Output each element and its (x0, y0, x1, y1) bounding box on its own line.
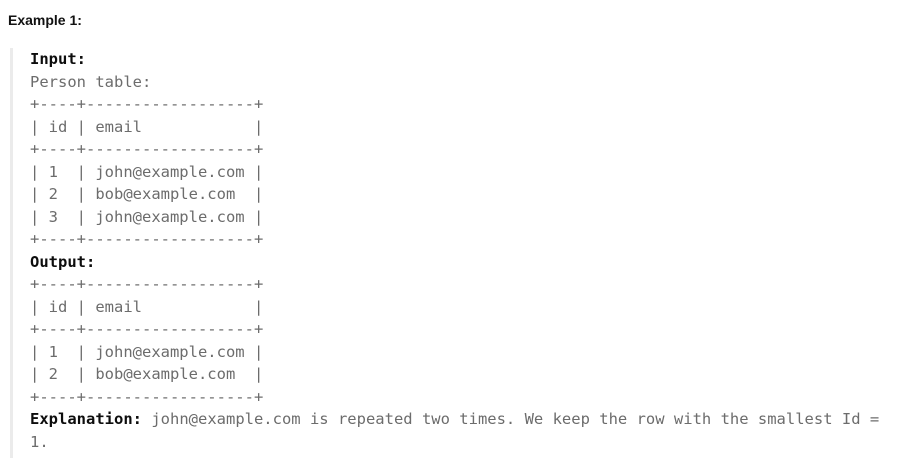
example-code-block: Input: Person table: +----+-------------… (10, 48, 901, 458)
example-block: Example 1: Input: Person table: +----+--… (0, 12, 901, 458)
input-label: Input: (30, 50, 86, 68)
explanation-label: Explanation: (30, 410, 142, 428)
example-title: Example 1: (8, 12, 82, 28)
input-ascii-table: +----+------------------+ | id | email |… (30, 95, 264, 248)
output-ascii-table: +----+------------------+ | id | email |… (30, 275, 264, 406)
input-table-caption: Person table: (30, 72, 152, 91)
output-label: Output: (30, 252, 96, 271)
explanation-text: john@example.com is repeated two times. … (30, 410, 889, 451)
